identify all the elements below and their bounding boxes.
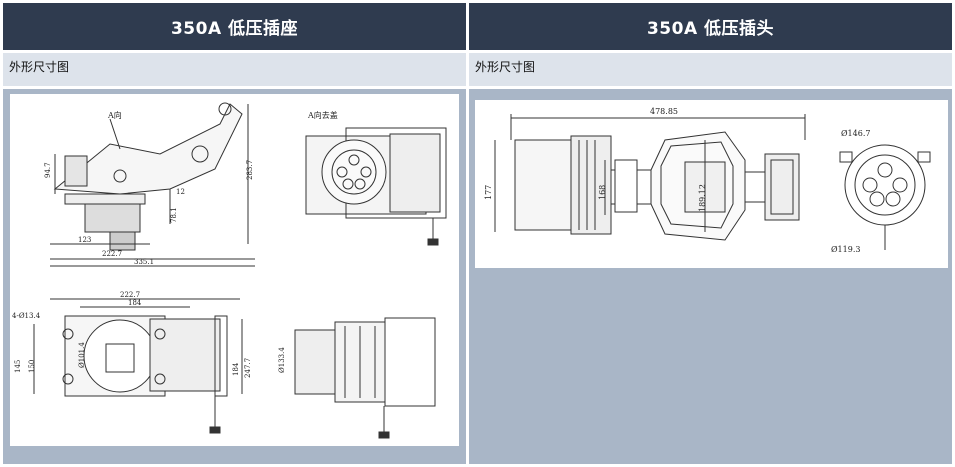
dim-socket-d14: 184 [232, 362, 240, 376]
dim-socket-d8: 222.7 [120, 291, 140, 299]
dim-socket-d7: 335.1 [134, 258, 154, 266]
dim-plug-d3: 168 [598, 185, 607, 200]
plug-drawing: 478.85 177 168 189.12 Ø146.7 Ø119.3 [475, 100, 948, 268]
plug-technical-drawing: 478.85 177 168 189.12 Ø146.7 Ø119.3 [484, 107, 931, 254]
view-a-caption: A向去盖 [307, 110, 338, 120]
socket-subtitle: 外形尺寸图 [3, 53, 466, 86]
dim-socket-d12: 150 [28, 360, 36, 373]
dim-plug-d6: Ø119.3 [831, 245, 860, 254]
view-a-label: A向 [107, 110, 122, 120]
dim-socket-d13: Ø101.4 [78, 342, 86, 368]
socket-title: 350A 低压插座 [3, 3, 466, 50]
dim-plug-d2: 177 [484, 185, 493, 200]
dim-socket-d10: 4-Ø13.4 [12, 312, 41, 320]
dim-socket-d5: 123 [78, 236, 91, 244]
socket-technical-drawing: A向 94.7 283.7 12 78.1 123 222.7 335.1 A向… [12, 102, 447, 439]
plug-title: 350A 低压插头 [469, 3, 952, 50]
plug-drawing-panel: 478.85 177 168 189.12 Ø146.7 Ø119.3 [469, 89, 952, 464]
socket-drawing-panel: A向 94.7 283.7 12 78.1 123 222.7 335.1 A向… [3, 89, 466, 464]
dim-socket-d11: 145 [14, 360, 22, 373]
dim-socket-d15: 247.7 [244, 358, 252, 378]
dim-socket-d2: 283.7 [246, 160, 254, 180]
dim-socket-d3: 12 [176, 188, 185, 196]
dim-socket-d9: 184 [128, 299, 142, 307]
dim-plug-d5: Ø146.7 [841, 129, 870, 138]
dim-socket-d1: 94.7 [44, 162, 52, 178]
plug-subtitle: 外形尺寸图 [469, 53, 952, 86]
dim-plug-d4: 189.12 [698, 184, 707, 212]
socket-drawing: A向 94.7 283.7 12 78.1 123 222.7 335.1 A向… [10, 94, 459, 446]
dim-socket-d16: Ø133.4 [278, 347, 286, 373]
dim-socket-d6: 222.7 [102, 250, 122, 258]
dim-plug-d1: 478.85 [650, 107, 678, 116]
dim-socket-d4: 78.1 [170, 207, 178, 223]
